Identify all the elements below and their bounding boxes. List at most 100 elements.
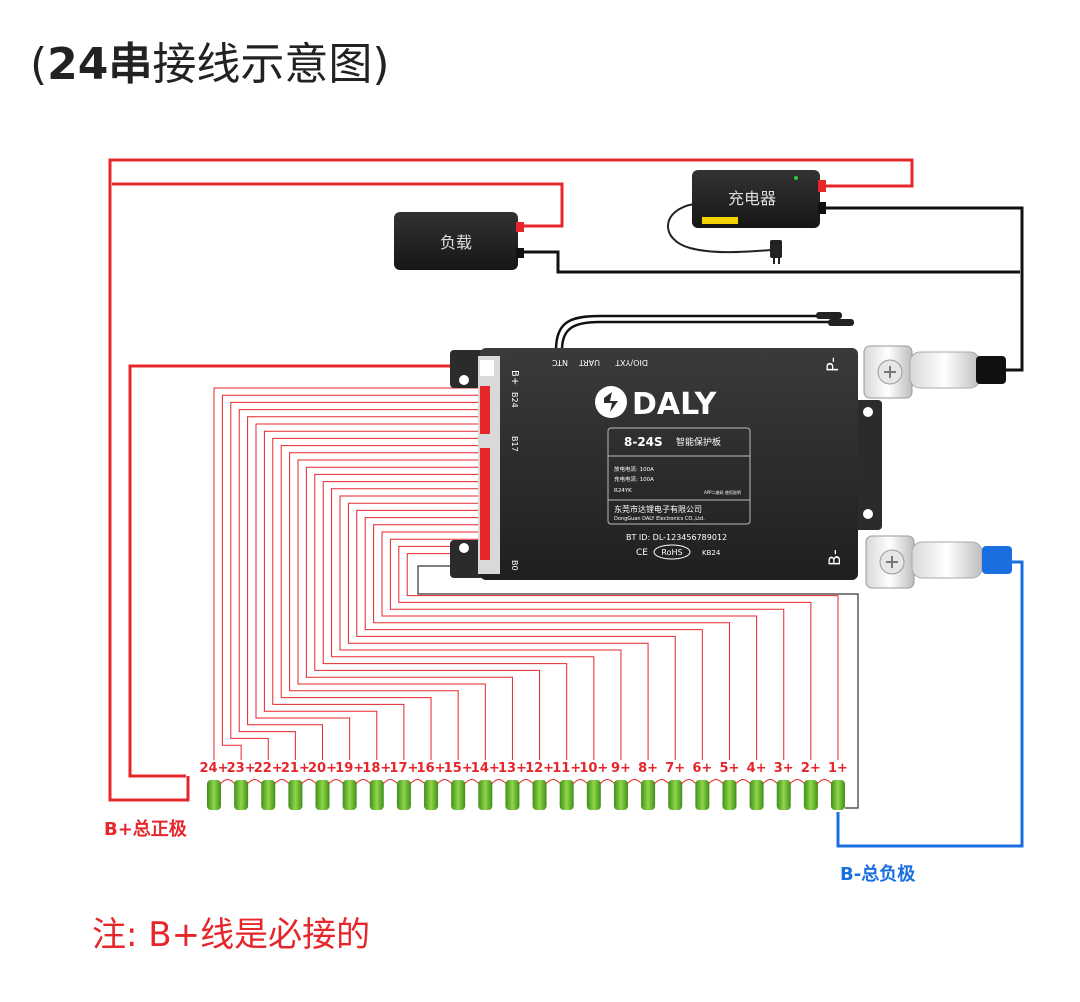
- ntc-probe-cable-2: [560, 320, 830, 351]
- cell-label: 21+: [281, 761, 310, 776]
- b-minus-connector: [982, 546, 1012, 574]
- note-text: 注: B+线是必接的: [92, 915, 370, 955]
- bms-company-en: DongGuan DALY Electronics CO.,Ltd.: [614, 516, 705, 522]
- bms-app-note: APP二维码 使用说明: [704, 489, 741, 495]
- cell-link-wire: [273, 779, 290, 785]
- title-open-paren: (: [30, 39, 48, 90]
- cell-link-wire: [626, 779, 643, 785]
- daly-logo-icon: [595, 386, 627, 418]
- cell-labels: 24+23+22+21+20+19+18+17+16+15+14+13+12+1…: [200, 761, 848, 776]
- sense-wire: [272, 437, 482, 760]
- battery-cell: [261, 780, 276, 810]
- page-title: (24串接线示意图): [30, 28, 390, 92]
- blue-bminus-wire: [836, 560, 1024, 848]
- battery-cell: [288, 780, 303, 810]
- cell-link-wire: [762, 779, 779, 785]
- charger-label: 充电器: [728, 189, 776, 208]
- bms-port-ntc: NTC: [552, 358, 568, 367]
- bms-charge-current: 充电电流: 100A: [614, 475, 654, 483]
- battery-cell: [776, 780, 791, 810]
- bms-company-cn: 东莞市达锂电子有限公司: [614, 504, 702, 514]
- battery-cell: [315, 780, 330, 810]
- bms-side-bplus: B+: [509, 370, 520, 385]
- cell-label: 12+: [525, 761, 554, 776]
- battery-cell: [234, 780, 249, 810]
- sense-wire: [347, 502, 649, 760]
- sense-wire: [230, 401, 482, 760]
- bms-connector-red-1: [480, 386, 490, 434]
- bms-bt-id: BT ID: DL-123456789012: [626, 533, 727, 542]
- sense-wire: [364, 517, 703, 760]
- cell-label: 18+: [362, 761, 391, 776]
- cell-label: 13+: [498, 761, 527, 776]
- cell-label: 11+: [552, 761, 581, 776]
- bms-connector-red-2: [480, 448, 490, 560]
- sense-wire: [356, 509, 676, 760]
- charger-led-icon: [794, 176, 798, 180]
- load-box: 负载: [394, 212, 524, 270]
- rohs-badge: [653, 544, 691, 560]
- battery-cell: [342, 780, 357, 810]
- cell-label: 2+: [801, 761, 821, 776]
- cell-link-wire: [436, 779, 453, 785]
- cell-link-wire: [680, 779, 697, 785]
- ntc-probe-tip-2: [828, 319, 854, 326]
- bms-side-b17: B17: [510, 436, 519, 452]
- battery-cell: [695, 780, 710, 810]
- cell-label: 10+: [579, 761, 608, 776]
- battery-cell: [803, 780, 818, 810]
- cell-link-wire: [653, 779, 670, 785]
- battery-cell: [207, 780, 221, 810]
- cell-label: 9+: [611, 761, 631, 776]
- bms-rohs: RoHS: [661, 548, 682, 557]
- title-close-paren: ): [372, 39, 390, 90]
- cell-label: 7+: [665, 761, 685, 776]
- sense-wire: [255, 423, 482, 760]
- battery-cell: [451, 780, 466, 810]
- cell-link-wire: [599, 779, 616, 785]
- cell-link-wire: [735, 779, 751, 785]
- cell-link-wire: [789, 779, 806, 785]
- bms-brand: DALY: [632, 387, 718, 422]
- sense-wire: [305, 466, 513, 760]
- cell-label: 8+: [638, 761, 658, 776]
- cell-link-wire: [355, 779, 372, 785]
- battery-cell: [505, 780, 520, 810]
- sense-wire: [331, 488, 595, 760]
- cell-label: 5+: [720, 761, 740, 776]
- sense-wire: [373, 524, 730, 760]
- cell-link-wire: [545, 779, 562, 785]
- cell-label: 23+: [227, 761, 256, 776]
- cell-link-wire: [816, 779, 833, 785]
- bms-discharge-current: 放电电流: 100A: [614, 465, 654, 473]
- ntc-probe-cable: [554, 314, 820, 351]
- cell-label: 3+: [774, 761, 794, 776]
- cell-label: 1+: [828, 761, 848, 776]
- bms-unit: B+ B24 B17 B0 NTC UART DIO/YXT DALY 8-24…: [450, 348, 882, 580]
- sense-wire: [280, 445, 482, 760]
- battery-cell: [749, 780, 764, 810]
- battery-cell: [532, 780, 547, 810]
- sense-wire: [381, 531, 758, 760]
- sense-wire: [247, 416, 482, 760]
- b0-wire: [417, 565, 859, 809]
- red-main-wire: [108, 158, 914, 802]
- battery-cell: [478, 780, 493, 810]
- cell-label: 20+: [308, 761, 337, 776]
- red-load-wire: [112, 182, 564, 228]
- cell-link-wire: [301, 779, 317, 785]
- cell-label: 15+: [444, 761, 473, 776]
- sense-wire: [238, 409, 482, 760]
- sense-wire: [406, 553, 839, 760]
- cell-label: 14+: [471, 761, 500, 776]
- bms-side-b0: B0: [510, 560, 519, 571]
- power-plug: [770, 240, 782, 264]
- cell-label: 4+: [747, 761, 767, 776]
- b-minus-label: B-总负极: [840, 863, 916, 885]
- sense-wire: [389, 538, 785, 760]
- cell-label: 24+: [200, 761, 229, 776]
- battery-cells: [207, 779, 845, 810]
- terminal-b-label: B-: [825, 549, 844, 566]
- bms-model: 8-24S: [624, 435, 663, 449]
- red-bplus-lead: [128, 364, 482, 778]
